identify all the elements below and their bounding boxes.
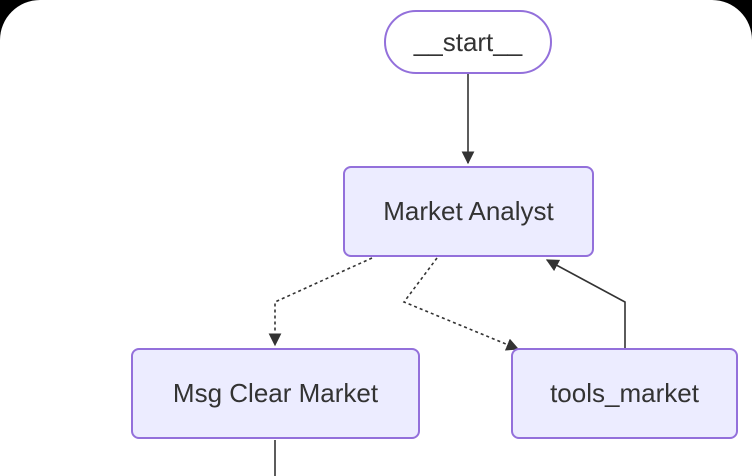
node-start-label: __start__ [413,26,523,57]
node-msg-clear-market[interactable]: Msg Clear Market [131,348,420,439]
node-tools-market-label: tools_market [550,378,699,408]
node-tools-market[interactable]: tools_market [511,348,738,439]
node-start[interactable]: __start__ [384,10,552,74]
node-msg-clear-market-label: Msg Clear Market [172,378,379,408]
edge-market-analyst-to-msg-clear-market [268,257,373,347]
edge-tools-market-to-market-analyst [545,259,626,348]
edge-market-analyst-to-tools-market [402,257,520,351]
node-market-analyst[interactable]: Market Analyst [343,166,594,257]
node-market-analyst-label: Market Analyst [383,196,554,226]
